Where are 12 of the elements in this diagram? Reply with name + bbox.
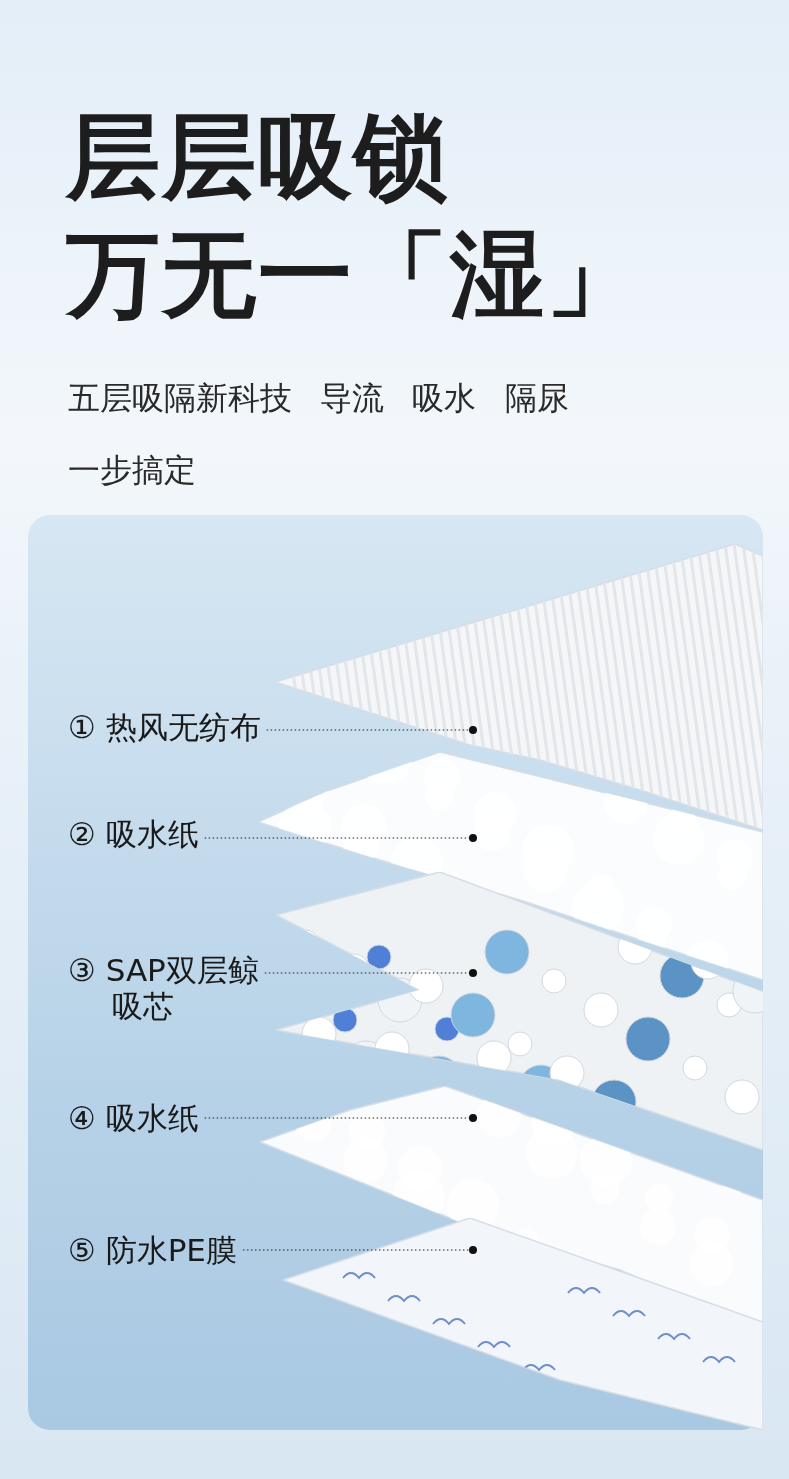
layer-label: ③ SAP双层鲸吸芯 — [68, 952, 262, 1024]
subtitle: 五层吸隔新科技 导流 吸水 隔尿一步搞定 — [68, 378, 570, 491]
leader-line — [204, 1114, 477, 1122]
layer-label: ① 热风无纺布 — [68, 709, 261, 745]
leader-line — [242, 1246, 477, 1254]
leader-line — [204, 834, 477, 842]
leader-line — [266, 726, 477, 734]
layer-label: ② 吸水纸 — [68, 816, 199, 852]
layer-label: ④ 吸水纸 — [68, 1100, 199, 1136]
leader-line — [264, 969, 477, 977]
layer-label: ⑤ 防水PE膜 — [68, 1232, 237, 1268]
headline: 层层吸锁万无一「湿」 — [66, 101, 642, 331]
